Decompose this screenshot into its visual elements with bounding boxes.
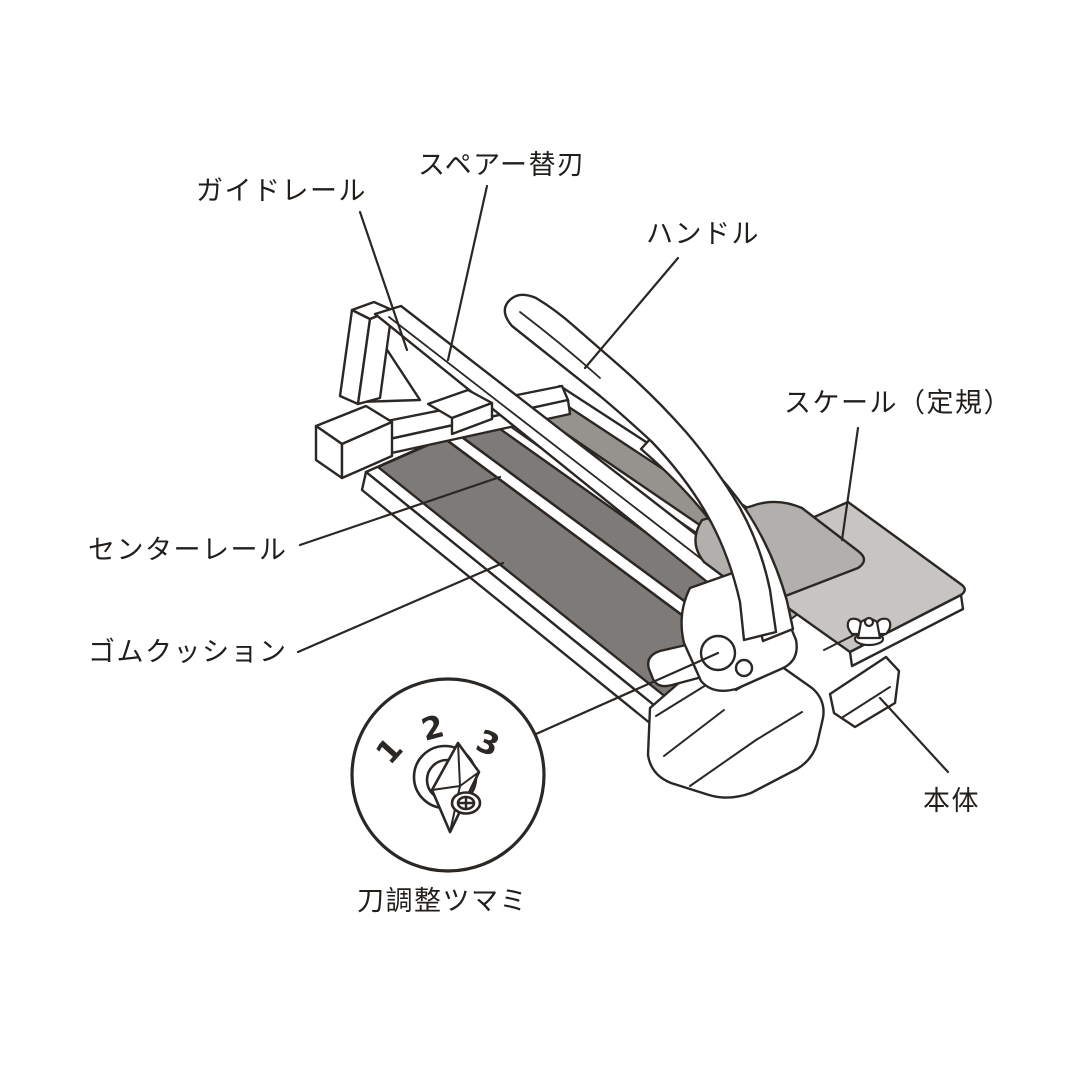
- knob-detail-circle: 1 2 3: [350, 677, 546, 873]
- label-guide-rail: ガイドレール: [196, 176, 367, 207]
- wing-nut: [846, 616, 892, 647]
- main-body-foot: [646, 655, 901, 799]
- leader-rubber: [296, 561, 505, 654]
- leader-guide-rail: [358, 210, 409, 352]
- leader-scale: [840, 426, 860, 542]
- leader-body: [878, 696, 950, 774]
- label-body: 本体: [923, 786, 980, 817]
- detail-knob-drawing: [412, 741, 482, 834]
- spare-blade-holder: [426, 388, 494, 436]
- leader-center-rail: [298, 475, 502, 547]
- label-center-rail: センターレール: [88, 535, 288, 566]
- label-scale: スケール（定規）: [784, 388, 1012, 419]
- label-handle: ハンドル: [646, 219, 760, 250]
- leader-knob-detail: [534, 651, 720, 736]
- leader-lines: [296, 184, 950, 774]
- leader-handle: [583, 256, 680, 370]
- leader-spare-blade: [446, 184, 489, 362]
- guide-rail-rear-post: [338, 300, 422, 406]
- handle-lever: [503, 293, 795, 643]
- main-body-right-block: [828, 655, 901, 729]
- label-rubber-cushion: ゴムクッション: [88, 637, 288, 668]
- label-spare-blade: スペアー替刃: [418, 150, 586, 181]
- label-blade-adjust-knob: 刀調整ツマミ: [357, 886, 528, 917]
